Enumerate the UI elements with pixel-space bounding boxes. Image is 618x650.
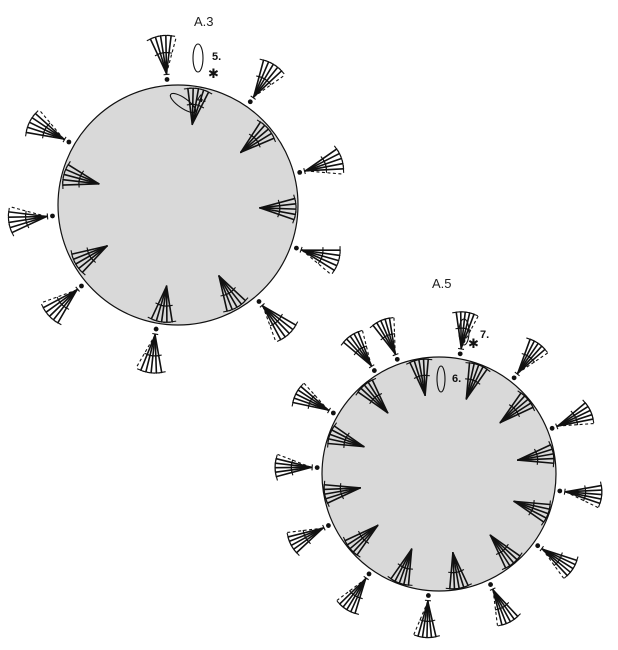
- chart-a5-outer-fan: [549, 399, 595, 431]
- chart-a5-outer-fan: [511, 337, 548, 381]
- chart-a3-outer-fan: [294, 245, 341, 275]
- chart-a5-inner-fan: [489, 534, 523, 571]
- chart-a3-outer-fan: [135, 326, 166, 374]
- chart-a5-outer-fan: [340, 329, 377, 373]
- chart-a3-chain-space-symbol: [169, 92, 197, 114]
- chart-a5: A.5 6. 7. ✱: [274, 276, 603, 639]
- chart-a3-inner-fan: [218, 275, 249, 313]
- chart-a5-inner-fan: [323, 480, 362, 507]
- chart-a3-outer-fan: [256, 299, 299, 343]
- chart-a5-outer-fan: [488, 582, 521, 627]
- chart-a5-inner-fan: [406, 358, 433, 397]
- chart-a5-row-label-7: 7.: [480, 329, 489, 341]
- chart-a3-outer-fan: [297, 145, 345, 175]
- chart-a5-outer-fan: [336, 571, 372, 615]
- chart-a5-outer-fan: [286, 523, 331, 556]
- chart-a3-start-star-icon: ✱: [208, 66, 219, 81]
- chart-a5-inner-fan: [355, 377, 389, 414]
- chart-a5-inner-fan: [387, 548, 413, 586]
- chart-a5-inner-fan: [342, 524, 379, 558]
- chart-a5-chain-space-symbol-outer: [458, 318, 470, 346]
- chart-a5-inner-fan: [516, 441, 555, 468]
- chart-a3-row-label-4: 4.: [197, 93, 206, 105]
- chart-a3-chain-space-symbol-outer: [192, 43, 204, 73]
- chart-a3-outer-fan: [146, 34, 177, 82]
- chart-a3-inner-fan: [62, 161, 100, 190]
- chart-a5-title: A.5: [432, 276, 452, 291]
- chart-a3-disc: [57, 84, 299, 326]
- chart-a3-outer-fan: [40, 283, 84, 326]
- chart-a3-inner-fan: [240, 119, 277, 154]
- chart-a5-start-star-icon: ✱: [468, 336, 479, 351]
- chart-a3-inner-fan: [147, 285, 177, 324]
- chart-a5-inner-fan: [445, 551, 472, 590]
- chart-a5-stitch-fans: [274, 311, 603, 639]
- chart-a3-row-label-5: 5.: [212, 51, 221, 63]
- chart-a5-outer-fan: [274, 453, 320, 481]
- chart-a5-chain-space-symbol: [436, 365, 446, 393]
- chart-a5-inner-fan: [465, 362, 491, 400]
- chart-a5-outer-fan: [535, 543, 579, 579]
- chart-a5-outer-fan: [413, 593, 440, 639]
- chart-a3-inner-fan: [183, 87, 213, 126]
- chart-a3-inner-fan: [259, 194, 297, 224]
- chart-a3-stitch-fans: [7, 34, 345, 374]
- chart-a3: A.3 4. 5. ✱: [7, 14, 345, 374]
- chart-a3-outer-fan: [25, 109, 72, 145]
- chart-a3-title: A.3: [194, 14, 214, 29]
- chart-a5-outer-fan: [369, 316, 400, 362]
- chart-a3-outer-fan: [7, 206, 55, 237]
- chart-a5-row-label-6: 6.: [452, 373, 461, 385]
- chart-a5-inner-fan: [513, 500, 551, 526]
- chart-a3-inner-fan: [70, 245, 108, 276]
- chart-a5-inner-fan: [327, 422, 365, 448]
- chart-a5-inner-fan: [499, 390, 536, 424]
- chart-a5-outer-fan: [557, 481, 603, 509]
- chart-a5-disc: [321, 356, 557, 592]
- chart-a5-outer-fan: [291, 382, 336, 416]
- chart-a3-outer-fan: [247, 58, 286, 105]
